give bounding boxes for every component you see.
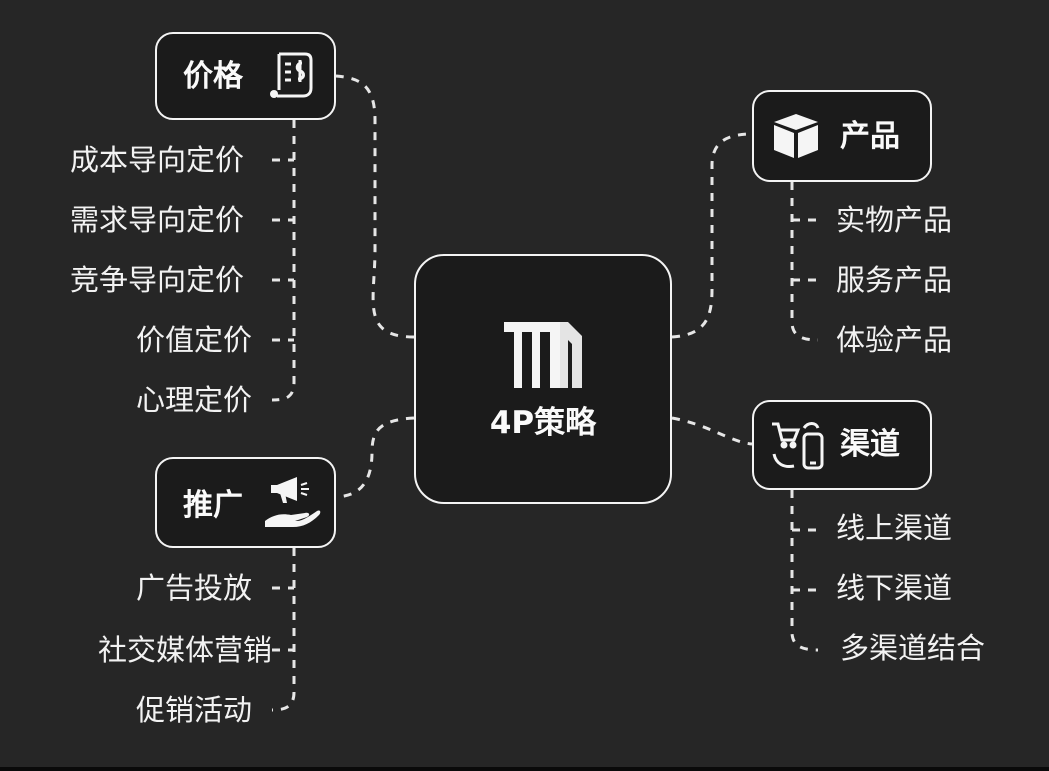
price-node: 价格 — [155, 32, 336, 120]
building-logo-icon — [504, 322, 582, 388]
megaphone-hand-icon — [265, 477, 321, 527]
price-item: 心理定价 — [135, 383, 252, 417]
product-title: 产品 — [840, 119, 900, 154]
channel-item: 线下渠道 — [836, 571, 953, 605]
connector-channel-spine — [790, 490, 819, 652]
product-item: 体验产品 — [836, 323, 953, 357]
channel-node: 渠道 — [752, 400, 932, 490]
promotion-item: 广告投放 — [135, 571, 252, 605]
price-document-icon — [270, 52, 313, 98]
connector-center-channel — [671, 416, 753, 446]
center-node: 4P策略 — [414, 254, 672, 504]
channel-title: 渠道 — [840, 427, 900, 462]
price-item: 价值定价 — [135, 323, 252, 357]
connector-center-price — [335, 74, 415, 339]
connector-price-spine — [271, 120, 296, 402]
promotion-title: 推广 — [183, 488, 243, 523]
promotion-item: 促销活动 — [135, 693, 252, 727]
connector-center-promotion — [335, 416, 415, 499]
product-node: 产品 — [752, 90, 932, 182]
price-item: 成本导向定价 — [69, 143, 244, 177]
connector-center-product — [671, 132, 753, 339]
channel-item: 线上渠道 — [836, 511, 953, 545]
connector-product-spine — [790, 182, 819, 342]
product-item: 实物产品 — [836, 203, 953, 237]
promotion-item: 社交媒体营销 — [97, 633, 272, 667]
price-item: 需求导向定价 — [69, 203, 244, 237]
price-item: 竞争导向定价 — [69, 263, 244, 297]
cart-phone-icon — [772, 422, 824, 470]
price-title: 价格 — [183, 59, 243, 94]
box-cube-icon — [774, 114, 818, 158]
connector-promotion-spine — [271, 548, 296, 712]
channel-item: 多渠道结合 — [840, 631, 986, 665]
promotion-node: 推广 — [155, 457, 336, 548]
center-label: 4P策略 — [489, 405, 597, 441]
product-item: 服务产品 — [836, 263, 953, 297]
